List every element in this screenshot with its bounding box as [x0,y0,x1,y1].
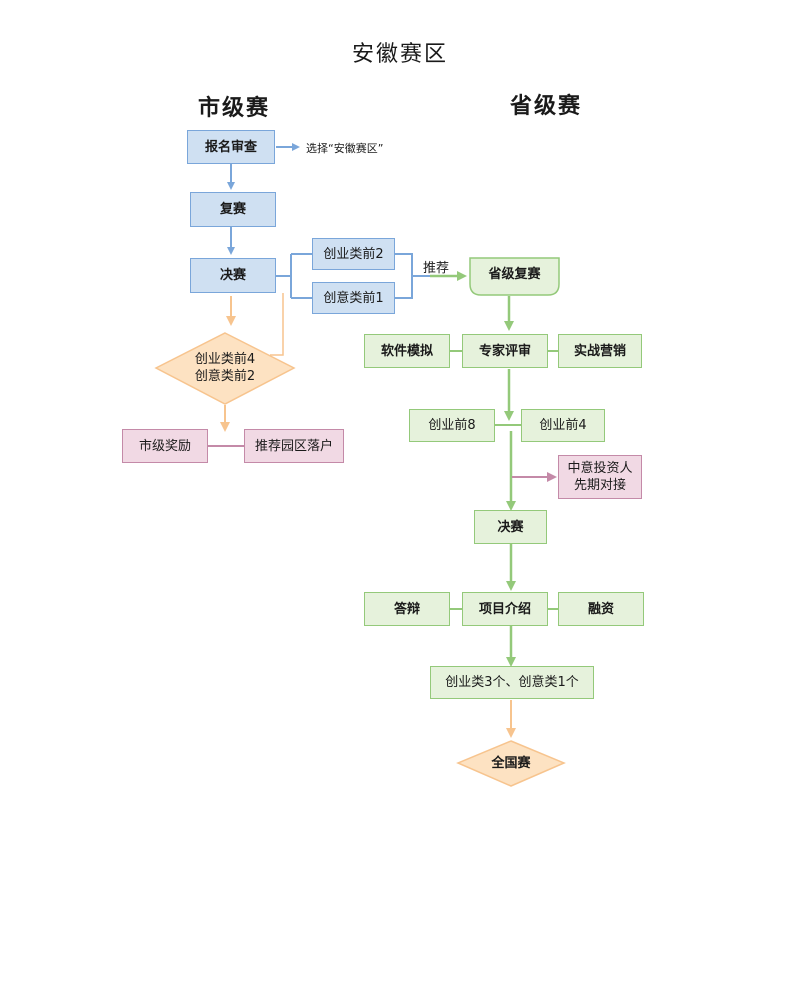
diamond-line-2: 创意类前2 [194,369,256,384]
province-semifinal-node: 省级复赛 [488,267,541,282]
investor-node: 中意投资人 先期对接 [558,455,642,499]
province-final-node: 决赛 [474,510,547,544]
investor-line-2: 先期对接 [573,478,626,493]
national-node: 全国赛 [491,755,531,771]
recommend-label: 推荐 [423,261,450,276]
park-settle-node: 推荐园区落户 [244,429,344,463]
top-diamond-shape [154,332,296,405]
startup-top4-node: 创业前4 [521,409,605,442]
city-final-node: 决赛 [190,258,276,293]
marketing-node: 实战营销 [558,334,642,368]
defense-node: 答辩 [364,592,450,626]
page-title: 安徽赛区 [351,42,448,67]
top-ranks-diamond: 创业类前4 创意类前2 [156,348,294,388]
financing-node: 融资 [558,592,644,626]
result-node: 创业类3个、创意类1个 [430,666,594,699]
city-award-node: 市级奖励 [122,429,208,463]
startup-top2-node: 创业类前2 [312,238,395,270]
signup-note: 选择“安徽赛区” [306,142,384,155]
startup-top8-node: 创业前8 [409,409,495,442]
project-intro-node: 项目介绍 [462,592,548,626]
diamond-line-1: 创业类前4 [194,352,256,367]
city-semifinal-node: 复赛 [190,192,276,227]
orange-feedback-line [270,293,284,356]
city-heading: 市级赛 [198,96,271,121]
signup-review-node: 报名审查 [187,130,275,164]
province-heading: 省级赛 [510,94,583,119]
bracket-final-to-province [276,253,312,299]
national-diamond-shape [456,740,566,787]
idea-top1-node: 创意类前1 [312,282,395,314]
province-semifinal-shape [469,257,560,296]
software-sim-node: 软件模拟 [364,334,450,368]
investor-line-1: 中意投资人 [567,461,633,476]
expert-review-node: 专家评审 [462,334,548,368]
